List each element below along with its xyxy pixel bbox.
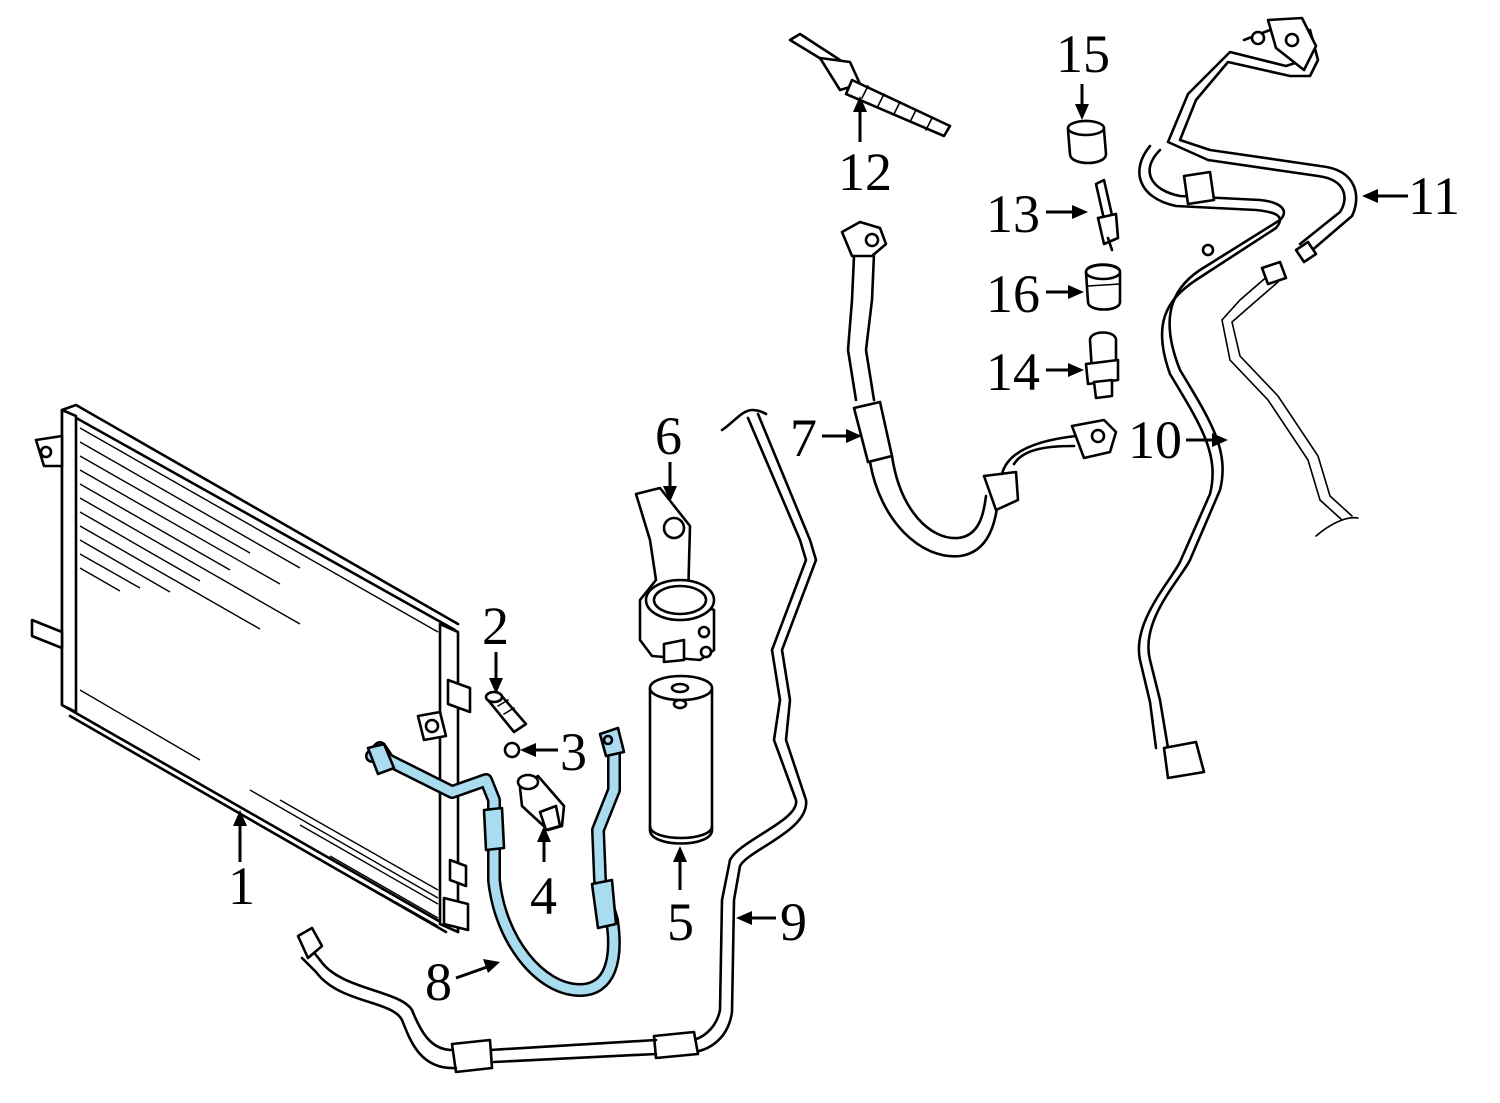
hose-8-fill bbox=[367, 735, 619, 995]
callout-12[interactable]: 12 bbox=[838, 142, 892, 202]
switch-part-13[interactable] bbox=[1094, 178, 1120, 252]
cap-part-16[interactable] bbox=[1084, 263, 1122, 311]
pressure-switch-part-4[interactable] bbox=[516, 773, 566, 832]
condenser-fins bbox=[79, 427, 439, 927]
sensor-part-14[interactable] bbox=[1084, 331, 1120, 400]
callout-4[interactable]: 4 bbox=[530, 866, 557, 926]
callout-14[interactable]: 14 bbox=[986, 342, 1040, 402]
callout-10[interactable]: 10 bbox=[1128, 410, 1182, 470]
callout-3[interactable]: 3 bbox=[560, 722, 587, 782]
callout-2[interactable]: 2 bbox=[482, 596, 509, 656]
callout-15[interactable]: 15 bbox=[1056, 24, 1110, 84]
callout-6[interactable]: 6 bbox=[655, 406, 682, 466]
callout-labels: 1 2 3 4 5 6 7 8 9 10 11 12 13 14 15 16 bbox=[228, 24, 1460, 1012]
receiver-drier-part-5[interactable] bbox=[648, 674, 714, 845]
callout-11[interactable]: 11 bbox=[1408, 166, 1460, 226]
callout-16[interactable]: 16 bbox=[986, 264, 1040, 324]
callout-13[interactable]: 13 bbox=[986, 184, 1040, 244]
cap-part-15[interactable] bbox=[1066, 119, 1108, 165]
callout-1[interactable]: 1 bbox=[228, 856, 255, 916]
sensor-cable-part-12[interactable] bbox=[788, 32, 952, 138]
condenser-part-1[interactable] bbox=[30, 403, 472, 934]
callout-9[interactable]: 9 bbox=[780, 892, 807, 952]
callout-5[interactable]: 5 bbox=[667, 892, 694, 952]
discharge-hose-part-8[interactable] bbox=[365, 726, 626, 997]
tube-part-11[interactable] bbox=[1166, 16, 1358, 264]
callout-arrows bbox=[233, 84, 1408, 980]
suction-hose-part-7[interactable] bbox=[840, 220, 1118, 558]
callout-8[interactable]: 8 bbox=[425, 952, 452, 1012]
pressure-line-part-10[interactable] bbox=[1137, 144, 1286, 780]
callout-7[interactable]: 7 bbox=[790, 408, 817, 468]
liquid-line-part-9[interactable] bbox=[296, 408, 818, 1074]
drier-bracket-part-6[interactable] bbox=[634, 486, 716, 664]
thin-tube bbox=[1221, 260, 1359, 537]
valve-part-2[interactable] bbox=[484, 690, 528, 734]
o-ring-part-3[interactable] bbox=[503, 741, 521, 759]
